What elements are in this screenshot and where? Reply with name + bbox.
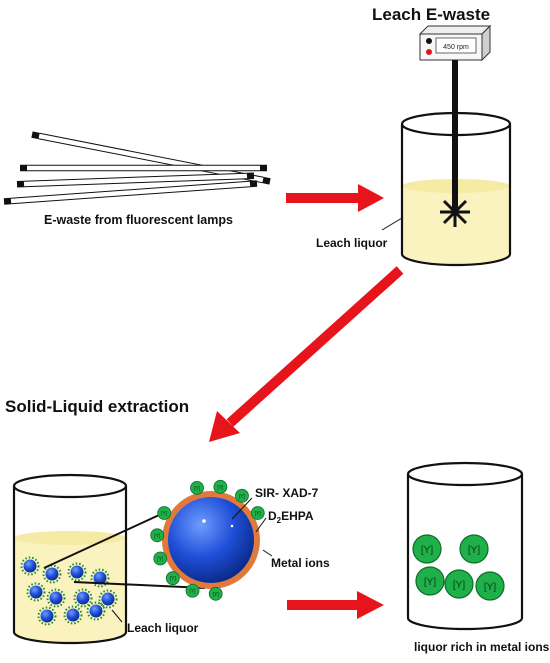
metal-ion-label: [Y] xyxy=(468,545,480,556)
metal-ion-label: [Y] xyxy=(217,485,224,491)
resin-bead xyxy=(98,589,118,609)
metal-ion: [Y] xyxy=(444,569,474,599)
metal-ion: [Y] xyxy=(157,506,172,520)
metal-ion-label: [Y] xyxy=(154,533,161,539)
resin-bead xyxy=(42,564,62,584)
metal-ions-pointer xyxy=(262,549,273,557)
resin-bead xyxy=(90,568,110,588)
label-sir-xad7: SIR- XAD-7 xyxy=(255,486,319,500)
metal-ion: [Y] xyxy=(213,479,228,494)
leach-liquor-pointer xyxy=(381,217,403,231)
impeller-icon xyxy=(440,197,470,227)
label-d2ehpa-prefix: D xyxy=(268,509,277,523)
label-d2ehpa-sub: 2 xyxy=(277,516,282,525)
stirrer-display xyxy=(435,37,477,54)
metal-ion-label: [Y] xyxy=(453,580,465,591)
zoom-line xyxy=(43,509,171,569)
metal-ion: [Y] xyxy=(150,528,165,543)
stirrer-device: 450 rpm xyxy=(418,24,492,62)
rich-liquor-beaker xyxy=(406,461,524,631)
arrow-right-icon xyxy=(286,184,384,212)
lamp-tube xyxy=(31,131,271,185)
label-metal-ions: Metal ions xyxy=(271,556,330,570)
metal-ion-label: [Y] xyxy=(239,494,246,500)
arrow-diagonal-icon xyxy=(209,266,404,442)
resin-bead xyxy=(86,601,106,621)
label-d2ehpa-suffix: EHPA xyxy=(281,509,314,523)
resin-bead xyxy=(67,562,87,582)
metal-ion-label: [Y] xyxy=(255,511,262,517)
metal-ion: [Y] xyxy=(475,571,505,601)
metal-ion-label: [Y] xyxy=(484,582,496,593)
metal-ion: [Y] xyxy=(190,480,204,495)
metal-ion-label: [Y] xyxy=(170,576,177,582)
label-ewaste: E-waste from fluorescent lamps xyxy=(44,213,233,227)
resin-bead xyxy=(20,556,40,576)
stirrer-knob-black xyxy=(426,38,432,44)
label-leach-liquor-top: Leach liquor xyxy=(316,236,388,250)
metal-ion: [Y] xyxy=(185,583,200,598)
leach-liquor-pointer xyxy=(111,609,123,623)
metal-ions-on-bead: [Y] [Y] [Y] [Y] [Y] [Y] [Y] [Y] [Y] [Y] xyxy=(150,479,265,601)
resin-bead xyxy=(26,582,46,602)
resin-beads xyxy=(20,556,118,626)
lamp-tube xyxy=(16,172,255,188)
resin-bead xyxy=(37,606,57,626)
stirrer-knob-red xyxy=(426,49,432,55)
metal-ion-label: [Y] xyxy=(189,589,196,595)
metal-ion: [Y] xyxy=(459,534,489,564)
free-metal-ions: [Y] [Y] [Y] [Y] [Y] xyxy=(412,534,505,601)
title-solid-liquid-extraction: Solid-Liquid extraction xyxy=(5,397,189,416)
fluorescent-lamps xyxy=(3,131,271,205)
metal-ion-label: [Y] xyxy=(213,592,220,598)
metal-ion: [Y] xyxy=(412,534,442,564)
sir-pointer xyxy=(231,497,253,520)
d2ehpa-pointer xyxy=(255,517,267,533)
title-leach-ewaste: Leach E-waste xyxy=(372,5,490,24)
metal-ion-label: [Y] xyxy=(161,511,168,517)
metal-ion: [Y] xyxy=(235,488,249,503)
metal-ion: [Y] xyxy=(415,566,445,596)
metal-ion-label: [Y] xyxy=(157,556,164,562)
resin-bead xyxy=(46,588,66,608)
metal-ion-label: [Y] xyxy=(421,545,433,556)
resin-bead xyxy=(63,605,83,625)
stirrer-rpm-readout: 450 rpm xyxy=(443,44,469,51)
resin-bead xyxy=(73,588,93,608)
label-rich-liquor: liquor rich in metal ions xyxy=(414,640,550,654)
metal-ion: [Y] xyxy=(165,571,180,586)
metal-ion: [Y] xyxy=(208,586,223,601)
metal-ion-label: [Y] xyxy=(424,577,436,588)
label-leach-liquor-bottom: Leach liquor xyxy=(127,621,199,635)
arrow-right-bottom-icon xyxy=(287,591,384,619)
metal-ion: [Y] xyxy=(153,551,168,566)
label-d2ehpa: D2EHPA xyxy=(268,509,314,525)
zoom-line xyxy=(73,581,206,589)
lamp-tube xyxy=(3,180,258,205)
metal-ion-label: [Y] xyxy=(194,486,201,492)
metal-ion: [Y] xyxy=(250,506,265,520)
